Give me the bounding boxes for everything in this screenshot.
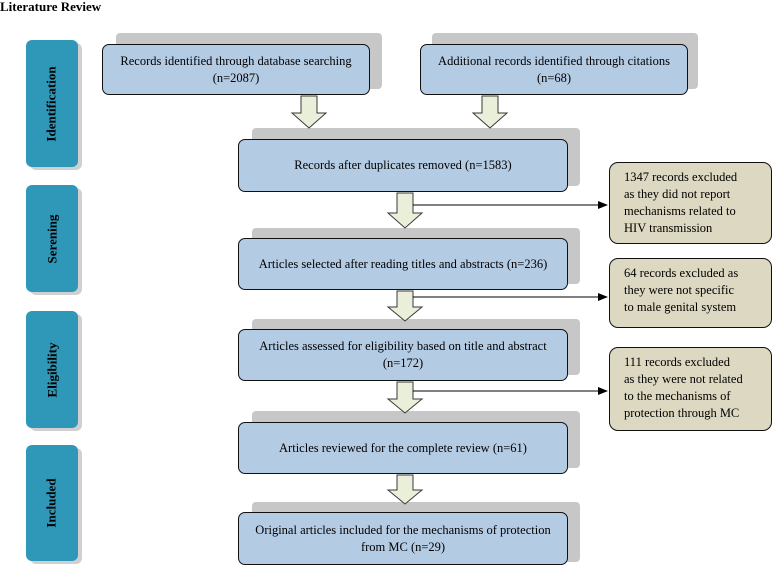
stage-screening: Serening xyxy=(26,185,78,292)
box-citations: Additional records identified through ci… xyxy=(420,44,688,95)
down-arrow xyxy=(386,290,424,322)
down-arrow xyxy=(386,381,424,414)
box-duplicates-removed: Records after duplicates removed (n=1583… xyxy=(238,139,568,192)
box-included: Original articles included for the mecha… xyxy=(238,512,568,565)
stage-identification: Identification xyxy=(26,40,78,167)
arrowhead xyxy=(598,201,608,209)
box-eligibility: Articles assessed for eligibility based … xyxy=(238,329,568,381)
exclusion-box-screening: 1347 records excluded as they did not re… xyxy=(609,162,772,244)
page-title: Literature Review xyxy=(0,0,102,14)
arrowhead xyxy=(598,387,608,395)
exclusion-box-mechanisms: 111 records excluded as they were not re… xyxy=(609,347,772,431)
down-arrow xyxy=(386,474,424,505)
down-arrow xyxy=(386,192,424,229)
box-complete-review: Articles reviewed for the complete revie… xyxy=(238,422,568,474)
box-titles-abstracts: Articles selected after reading titles a… xyxy=(238,238,568,290)
down-arrow xyxy=(290,95,328,129)
arrowhead xyxy=(598,293,608,301)
down-arrow xyxy=(471,95,509,129)
stage-eligibility: Eligibility xyxy=(26,311,78,428)
box-database-search: Records identified through database sear… xyxy=(102,44,370,95)
exclusion-box-specificity: 64 records excluded as they were not spe… xyxy=(609,258,772,328)
stage-included: Included xyxy=(26,445,78,561)
